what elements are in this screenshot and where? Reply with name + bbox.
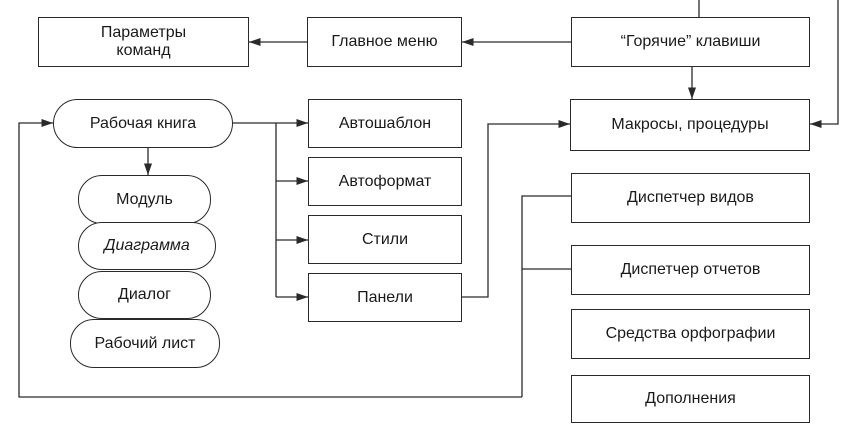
workbook-box: Рабочая книга xyxy=(53,99,233,148)
hotkeys-box: “Горячие” клавиши xyxy=(571,17,810,67)
arrow-right-feed-to-macros xyxy=(810,0,839,129)
chart-box: Диаграмма xyxy=(78,222,216,270)
arrow-loop-back-to-workbook xyxy=(18,118,522,398)
worksheet-box: Рабочий лист xyxy=(70,319,220,368)
spelling-box: Средства орфографии xyxy=(571,309,810,359)
module-box: Модуль xyxy=(78,175,211,224)
main-menu-box: Главное меню xyxy=(307,17,462,67)
dialog-box: Диалог xyxy=(78,271,211,319)
macros-box: Макросы, процедуры xyxy=(570,99,810,151)
connector-view-manager xyxy=(521,195,571,397)
panels-box: Панели xyxy=(308,273,462,322)
autotemplate-box: Автошаблон xyxy=(308,99,462,148)
arrow-panels-to-macros xyxy=(462,119,570,298)
addins-box: Дополнения xyxy=(571,375,810,423)
report-manager-box: Диспетчер отчетов xyxy=(571,245,810,295)
autoformat-box: Автоформат xyxy=(308,157,462,206)
styles-box: Стили xyxy=(308,215,462,264)
params-box: Параметры команд xyxy=(38,17,249,67)
view-manager-box: Диспетчер видов xyxy=(571,173,810,223)
